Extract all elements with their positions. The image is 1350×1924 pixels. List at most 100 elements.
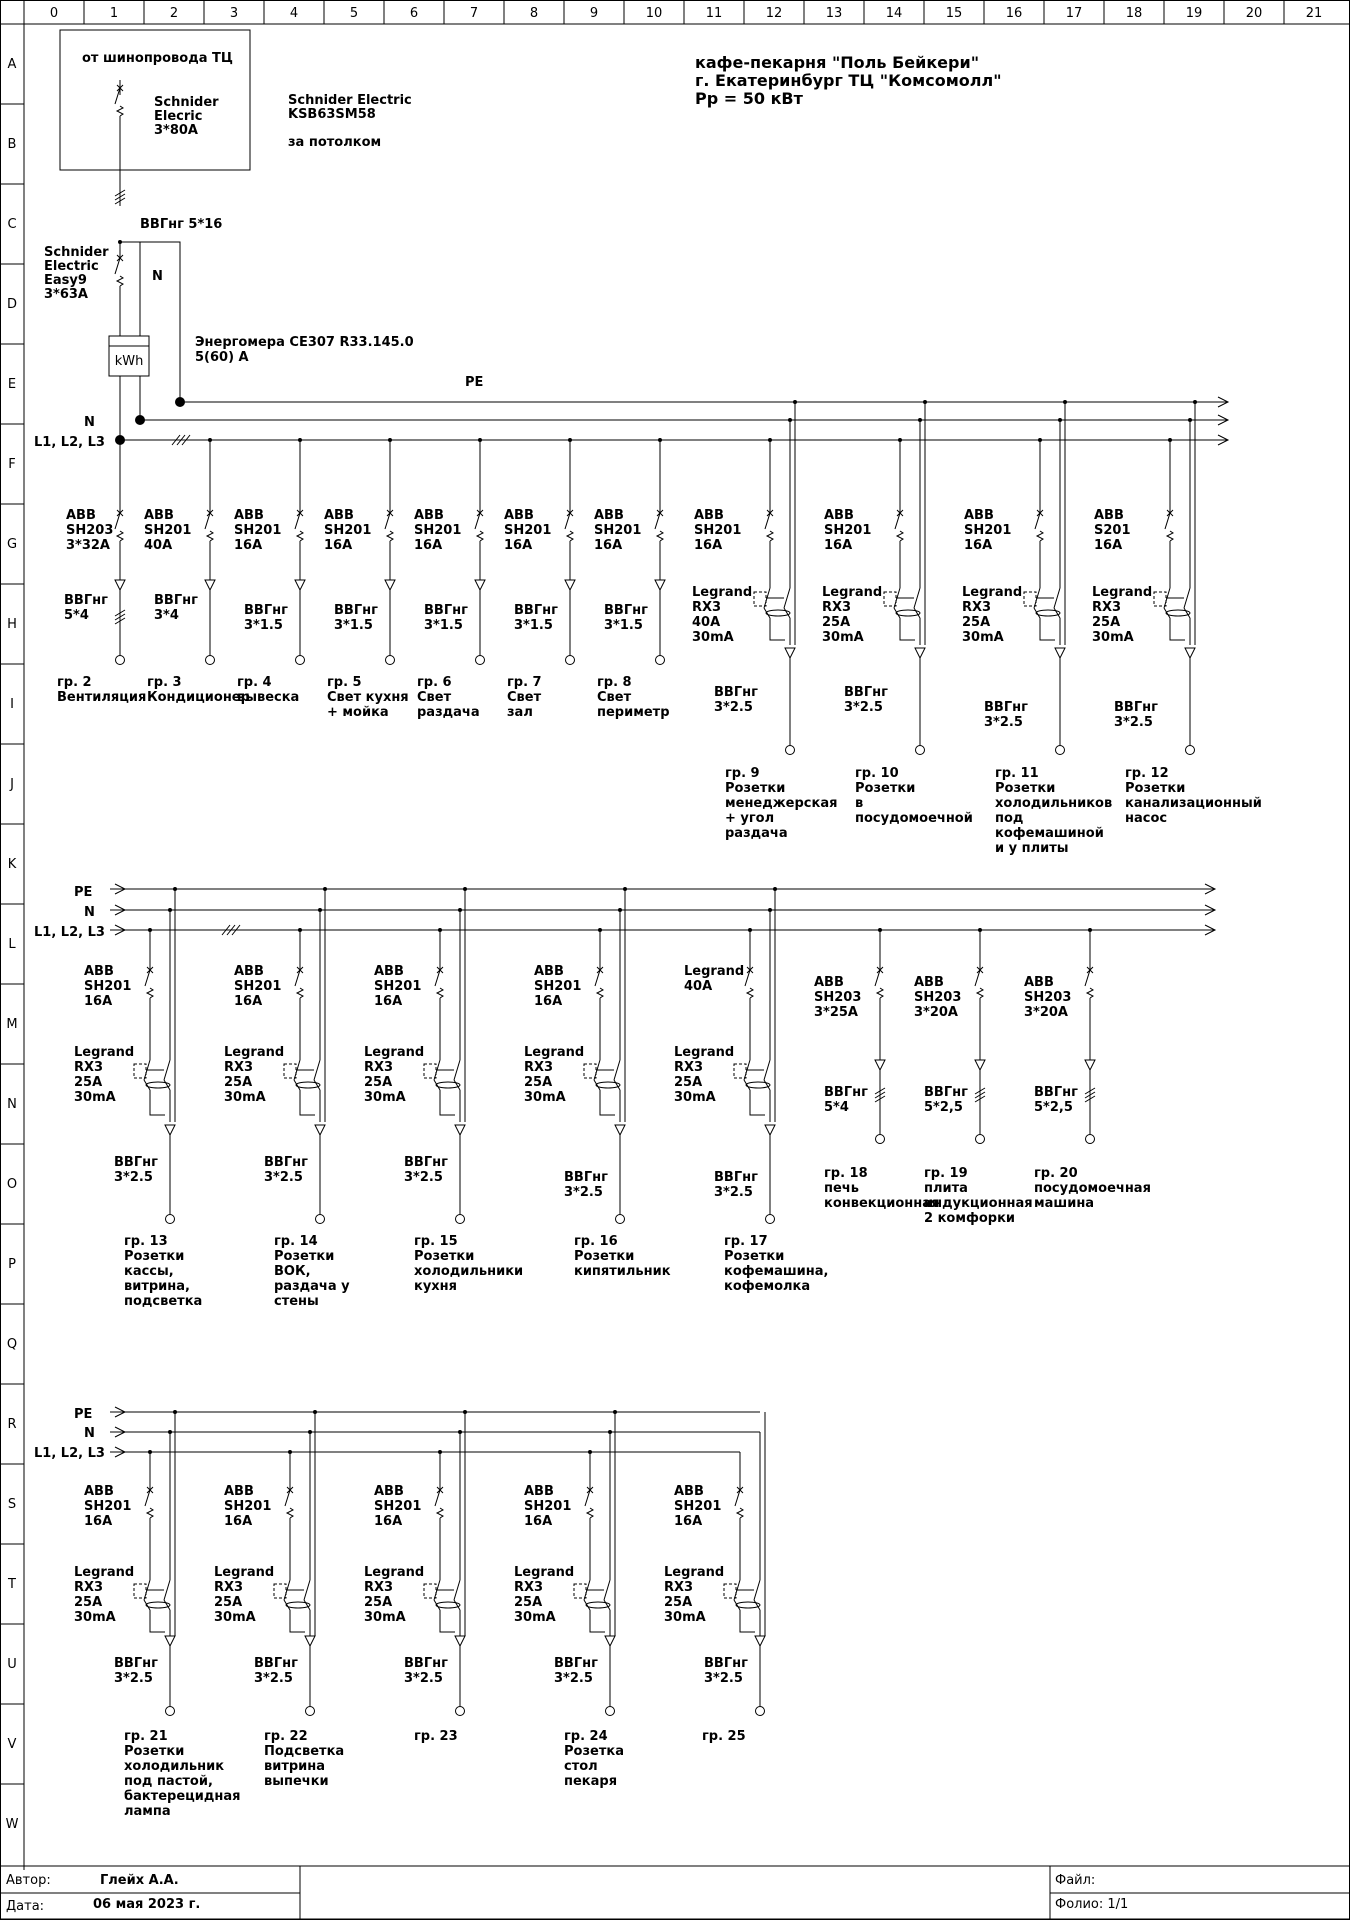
group-label: раздача у [274,1279,350,1294]
rcd-label: RX3 [514,1580,543,1595]
breaker-blade [744,969,751,987]
breaker-label: ABB [674,1484,704,1499]
rcd-label: 25A [1092,615,1120,630]
cable-label: 5*4 [824,1100,849,1115]
rcd-label: 30mA [1092,630,1134,645]
bus-arrow [1217,434,1230,446]
group-label: пекаря [564,1774,617,1789]
breaker-label: ABB [694,508,724,523]
rcd-blade [613,1059,621,1081]
rcd-toroid [435,1601,461,1609]
cable-label: ВВГнг [254,1656,298,1671]
breaker-coil [975,987,984,999]
rcd-out-phase [769,618,785,641]
cable-label: ВВГнг [554,1656,598,1671]
fuse-triangle [1054,647,1066,660]
rcd-blade [783,587,791,609]
cable-label: 3*2.5 [564,1185,603,1200]
breaker-label: ABB [84,964,114,979]
breaker-label: 16A [534,994,562,1009]
group-label: гр. 16 [574,1234,618,1249]
rcd-toroid [735,1601,761,1609]
rcd-contact [1033,607,1041,619]
breaker-coil [205,530,214,542]
cable-hatch [114,189,126,197]
rcd-label: RX3 [674,1060,703,1075]
grid-row-label: N [7,1097,17,1112]
grid-row-label: W [6,1817,19,1832]
group-label: бактерецидная [124,1789,241,1804]
breaker-blade [1034,512,1041,530]
cable-label: ВВГнг [114,1656,158,1671]
main-breaker-note: KSB63SM58 [288,107,376,122]
cable-label: ВВГнг [714,1170,758,1185]
rcd-blade [453,1059,461,1081]
group-label: плита [924,1181,968,1196]
grid-row-label: Q [7,1337,17,1352]
rcd-out-phase [1169,618,1185,641]
grid-row-label: H [7,617,17,632]
rcd-test-box [733,1063,747,1079]
file-label: Файл: [1055,1873,1095,1888]
author-label: Автор: [6,1873,51,1888]
rcd-blade [753,1579,761,1601]
cable-label: 5*2,5 [1034,1100,1073,1115]
grid-col-label: 17 [1066,6,1083,21]
rcd-label: RX3 [224,1060,253,1075]
breaker-label: 16A [234,538,262,553]
rcd-out-phase [739,1610,755,1633]
rcd-label: 30mA [692,630,734,645]
rcd-test-box [133,1583,147,1599]
terminal [975,1134,985,1144]
breaker-label: ABB [324,508,354,523]
terminal [1085,1134,1095,1144]
grid-row-label: A [8,57,17,72]
breaker-blade [764,512,771,530]
breaker-label: ABB [84,1484,114,1499]
breaker-blade [594,969,601,987]
group-label: гр. 9 [725,766,760,781]
breaker-coil [285,1507,294,1519]
rcd-label: RX3 [74,1060,103,1075]
fuse-triangle [1184,647,1196,660]
cable-label: ВВГнг [114,1155,158,1170]
meter-label: 5(60) A [195,350,249,365]
breaker-label: SH201 [694,523,741,538]
grid-col-label: 21 [1306,6,1323,21]
breaker-cross [1036,509,1044,517]
cable-label: 3*2.5 [554,1671,593,1686]
rcd-contact [433,1599,441,1611]
rcd-label: RX3 [962,600,991,615]
grid-col-label: 15 [946,6,963,21]
breaker-label: ABB [66,508,96,523]
fuse-triangle [874,1059,886,1072]
rcd-out-phase [589,1610,605,1633]
rcd-label: 25A [364,1595,392,1610]
breaker-cross [436,1486,444,1494]
rcd-toroid [745,1081,771,1089]
pe-label: PE [74,885,92,900]
breaker-label: ABB [534,964,564,979]
fuse-triangle [564,579,576,592]
cable-label: ВВГнг [1034,1085,1078,1100]
cable-label: 3*1.5 [424,618,463,633]
group-label: печь [824,1181,859,1196]
group-label: гр. 8 [597,675,632,690]
group-label: кофемолка [724,1279,810,1294]
breaker-cross [146,966,154,974]
breaker-label: ABB [914,975,944,990]
breaker-label: 3*20A [914,1005,958,1020]
group-label: холодильник [124,1759,224,1774]
rcd-label: 25A [224,1075,252,1090]
breaker-label: 3*32A [66,538,110,553]
breaker-cross [596,966,604,974]
terminal [765,1214,775,1224]
breaker-coil [1085,987,1094,999]
rcd-contact [313,1079,321,1091]
group-label: в [855,796,863,811]
breaker-label: 16A [84,1514,112,1529]
cable-hatch [974,1087,986,1095]
pe-label: PE [74,1407,92,1422]
